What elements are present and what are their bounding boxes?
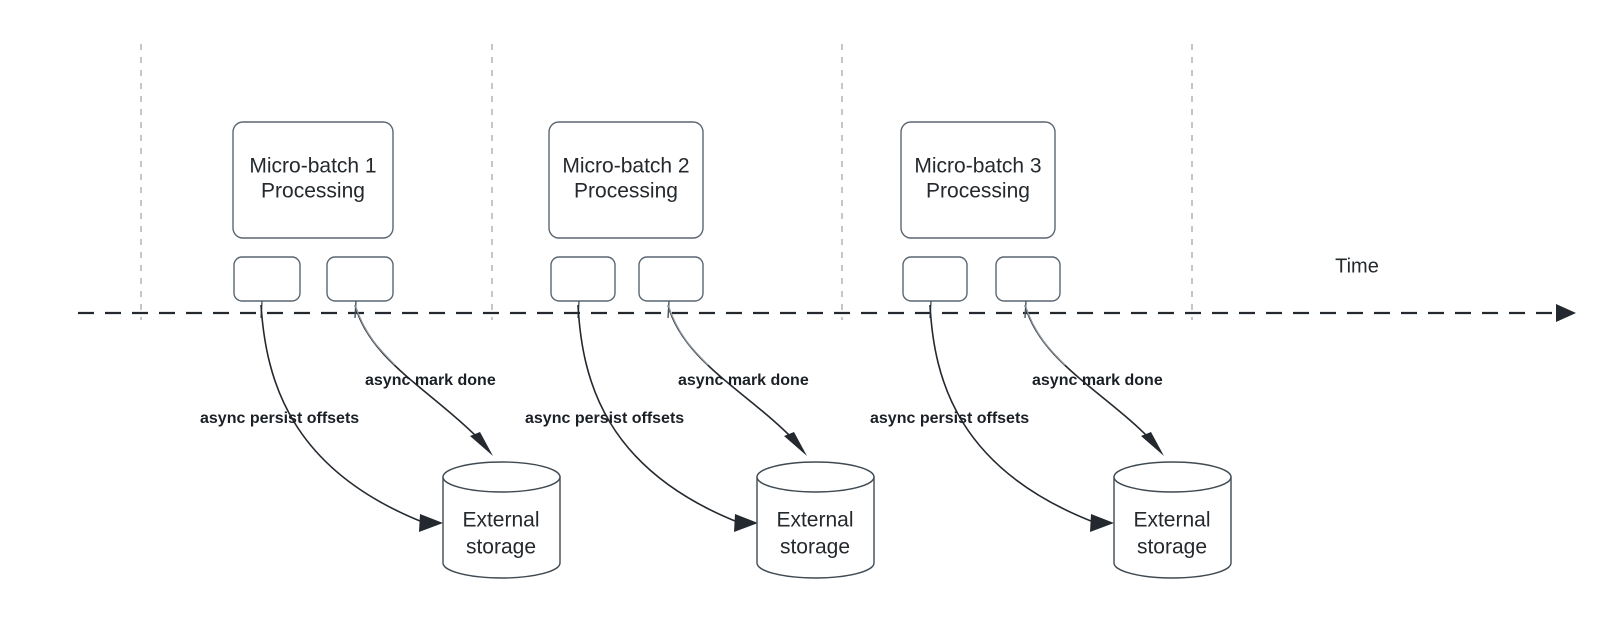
micro-batch-3-mark-done-curve-faint	[1024, 304, 1066, 366]
micro-batch-3-box-rect	[900, 121, 1056, 239]
micro-batch-2-box-rect	[548, 121, 704, 239]
micro-batch-3-task-b[interactable]	[995, 256, 1061, 302]
micro-batch-2-persist-offsets-curve	[577, 304, 741, 524]
micro-batch-3-storage-label-line1: External	[1133, 509, 1210, 532]
micro-batch-1-storage-label-line2: storage	[466, 536, 536, 559]
micro-batch-3-persist-offsets-arrow-icon	[1090, 514, 1114, 532]
micro-batch-3-task-b-stub	[1024, 300, 1027, 319]
micro-batch-1-storage-label-line1: External	[462, 509, 539, 532]
micro-batch-3-label-line2: Processing	[926, 180, 1030, 203]
micro-batch-3-external-storage[interactable]: External storage	[1113, 461, 1232, 579]
micro-batch-1-label-line1: Micro-batch 1	[249, 155, 376, 178]
micro-batch-1-task-a[interactable]	[233, 256, 301, 302]
micro-batch-1-box-rect	[232, 121, 394, 239]
micro-batch-2-cylinder-top	[756, 461, 875, 493]
micro-batch-1-persist-offsets-arrow-icon	[419, 514, 443, 532]
micro-batch-2-storage-label-line2: storage	[780, 536, 850, 559]
micro-batch-1-mark-done-curve	[354, 304, 478, 438]
micro-batch-1-mark-done-arrow-icon	[470, 432, 493, 456]
micro-batch-2-cylinder-body	[756, 476, 875, 579]
micro-batch-2-task-a[interactable]	[550, 256, 616, 302]
micro-batch-2-group: Micro-batch 2 Processing External storag…	[525, 121, 875, 579]
micro-batch-2-task-b-stub	[667, 300, 670, 319]
micro-batch-3-storage-label-line2: storage	[1137, 536, 1207, 559]
micro-batch-1-task-b-stub	[354, 300, 357, 319]
micro-batch-1-external-storage[interactable]: External storage	[442, 461, 561, 579]
micro-batch-1-group: Micro-batch 1 Processing External storag…	[200, 121, 561, 579]
micro-batch-2-persist-offsets-arrow-icon	[734, 514, 758, 532]
micro-batch-1-cylinder-body	[442, 476, 561, 579]
micro-batch-3-task-a[interactable]	[902, 256, 968, 302]
micro-batch-2-mark-done-arrow-icon	[784, 432, 807, 456]
micro-batch-2-mark-done-curve	[667, 304, 792, 438]
micro-batch-2-task-b[interactable]	[638, 256, 704, 302]
timeline-axis-label: Time	[1335, 255, 1379, 277]
micro-batch-1-cylinder-top	[442, 461, 561, 493]
micro-batch-3-cylinder-top	[1113, 461, 1232, 493]
micro-batch-3-persist-offsets-curve	[929, 304, 1097, 524]
micro-batch-2-external-storage[interactable]: External storage	[756, 461, 875, 579]
micro-batch-1-task-b[interactable]	[326, 256, 394, 302]
micro-batch-3-mark-done-curve	[1024, 304, 1149, 438]
edge-label-async-mark-done-1: async mark done	[365, 372, 496, 389]
timeline-axis: Time	[78, 255, 1576, 322]
edge-label-async-persist-offsets-2: async persist offsets	[525, 410, 684, 427]
micro-batch-2-label-line1: Micro-batch 2	[562, 155, 689, 178]
micro-batch-3-group: Micro-batch 3 Processing External storag…	[870, 121, 1232, 579]
edge-label-async-mark-done-2: async mark done	[678, 372, 809, 389]
micro-batch-3-cylinder-body	[1113, 476, 1232, 579]
edge-label-async-persist-offsets-3: async persist offsets	[870, 410, 1029, 427]
edge-label-async-mark-done-3: async mark done	[1032, 372, 1163, 389]
timeline-arrow-icon	[1556, 304, 1576, 322]
micro-batch-2-mark-done-curve-faint	[667, 304, 709, 366]
micro-batch-2-storage-label-line1: External	[776, 509, 853, 532]
micro-batch-2-label-line2: Processing	[574, 180, 678, 203]
micro-batch-3-mark-done-arrow-icon	[1141, 432, 1164, 456]
edge-label-async-persist-offsets-1: async persist offsets	[200, 410, 359, 427]
micro-batch-1-persist-offsets-curve	[260, 304, 426, 524]
micro-batch-1-mark-done-curve-faint	[354, 304, 396, 366]
micro-batch-1-processing-box[interactable]: Micro-batch 1 Processing	[232, 121, 394, 239]
micro-batch-3-label-line1: Micro-batch 3	[914, 155, 1041, 178]
micro-batch-2-processing-box[interactable]: Micro-batch 2 Processing	[548, 121, 704, 239]
micro-batch-1-label-line2: Processing	[261, 180, 365, 203]
micro-batch-3-processing-box[interactable]: Micro-batch 3 Processing	[900, 121, 1056, 239]
